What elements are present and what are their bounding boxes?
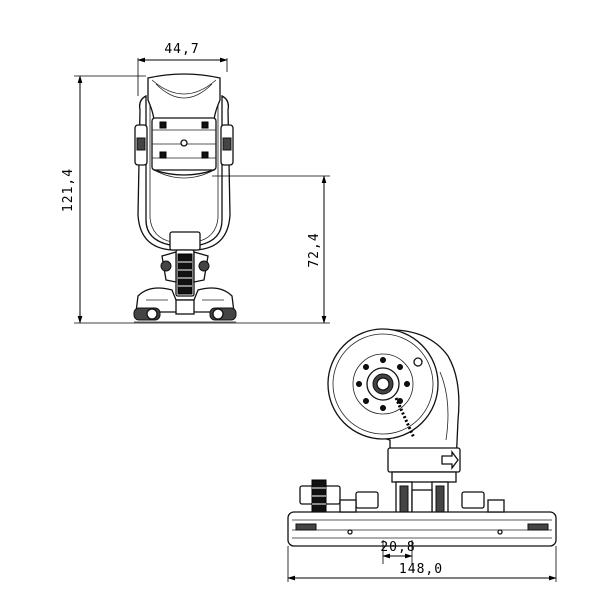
dimension-axis-height: 72,4 (212, 175, 330, 324)
front-view-pulley (147, 73, 221, 179)
dimension-base-length-label: 148,0 (399, 562, 443, 577)
front-view-swivel (160, 231, 210, 297)
dimension-top-width-label: 44,7 (164, 42, 199, 57)
dimension-base-length: 148,0 (287, 546, 557, 582)
front-view-fork (134, 94, 234, 251)
dimension-total-height-label: 121,4 (61, 168, 76, 212)
dimension-axis-height-label: 72,4 (307, 232, 322, 267)
front-view (133, 73, 237, 323)
dimension-slot-width: 20,8 (380, 540, 415, 564)
dimension-top-width: 44,7 (137, 42, 228, 96)
side-view-pulley (327, 328, 460, 465)
dimension-total-height: 121,4 (61, 75, 236, 324)
side-view-body (387, 447, 461, 483)
front-view-base (133, 287, 237, 323)
side-view (287, 328, 557, 547)
side-view-rail (287, 499, 557, 547)
dimension-slot-width-label: 20,8 (380, 540, 415, 555)
